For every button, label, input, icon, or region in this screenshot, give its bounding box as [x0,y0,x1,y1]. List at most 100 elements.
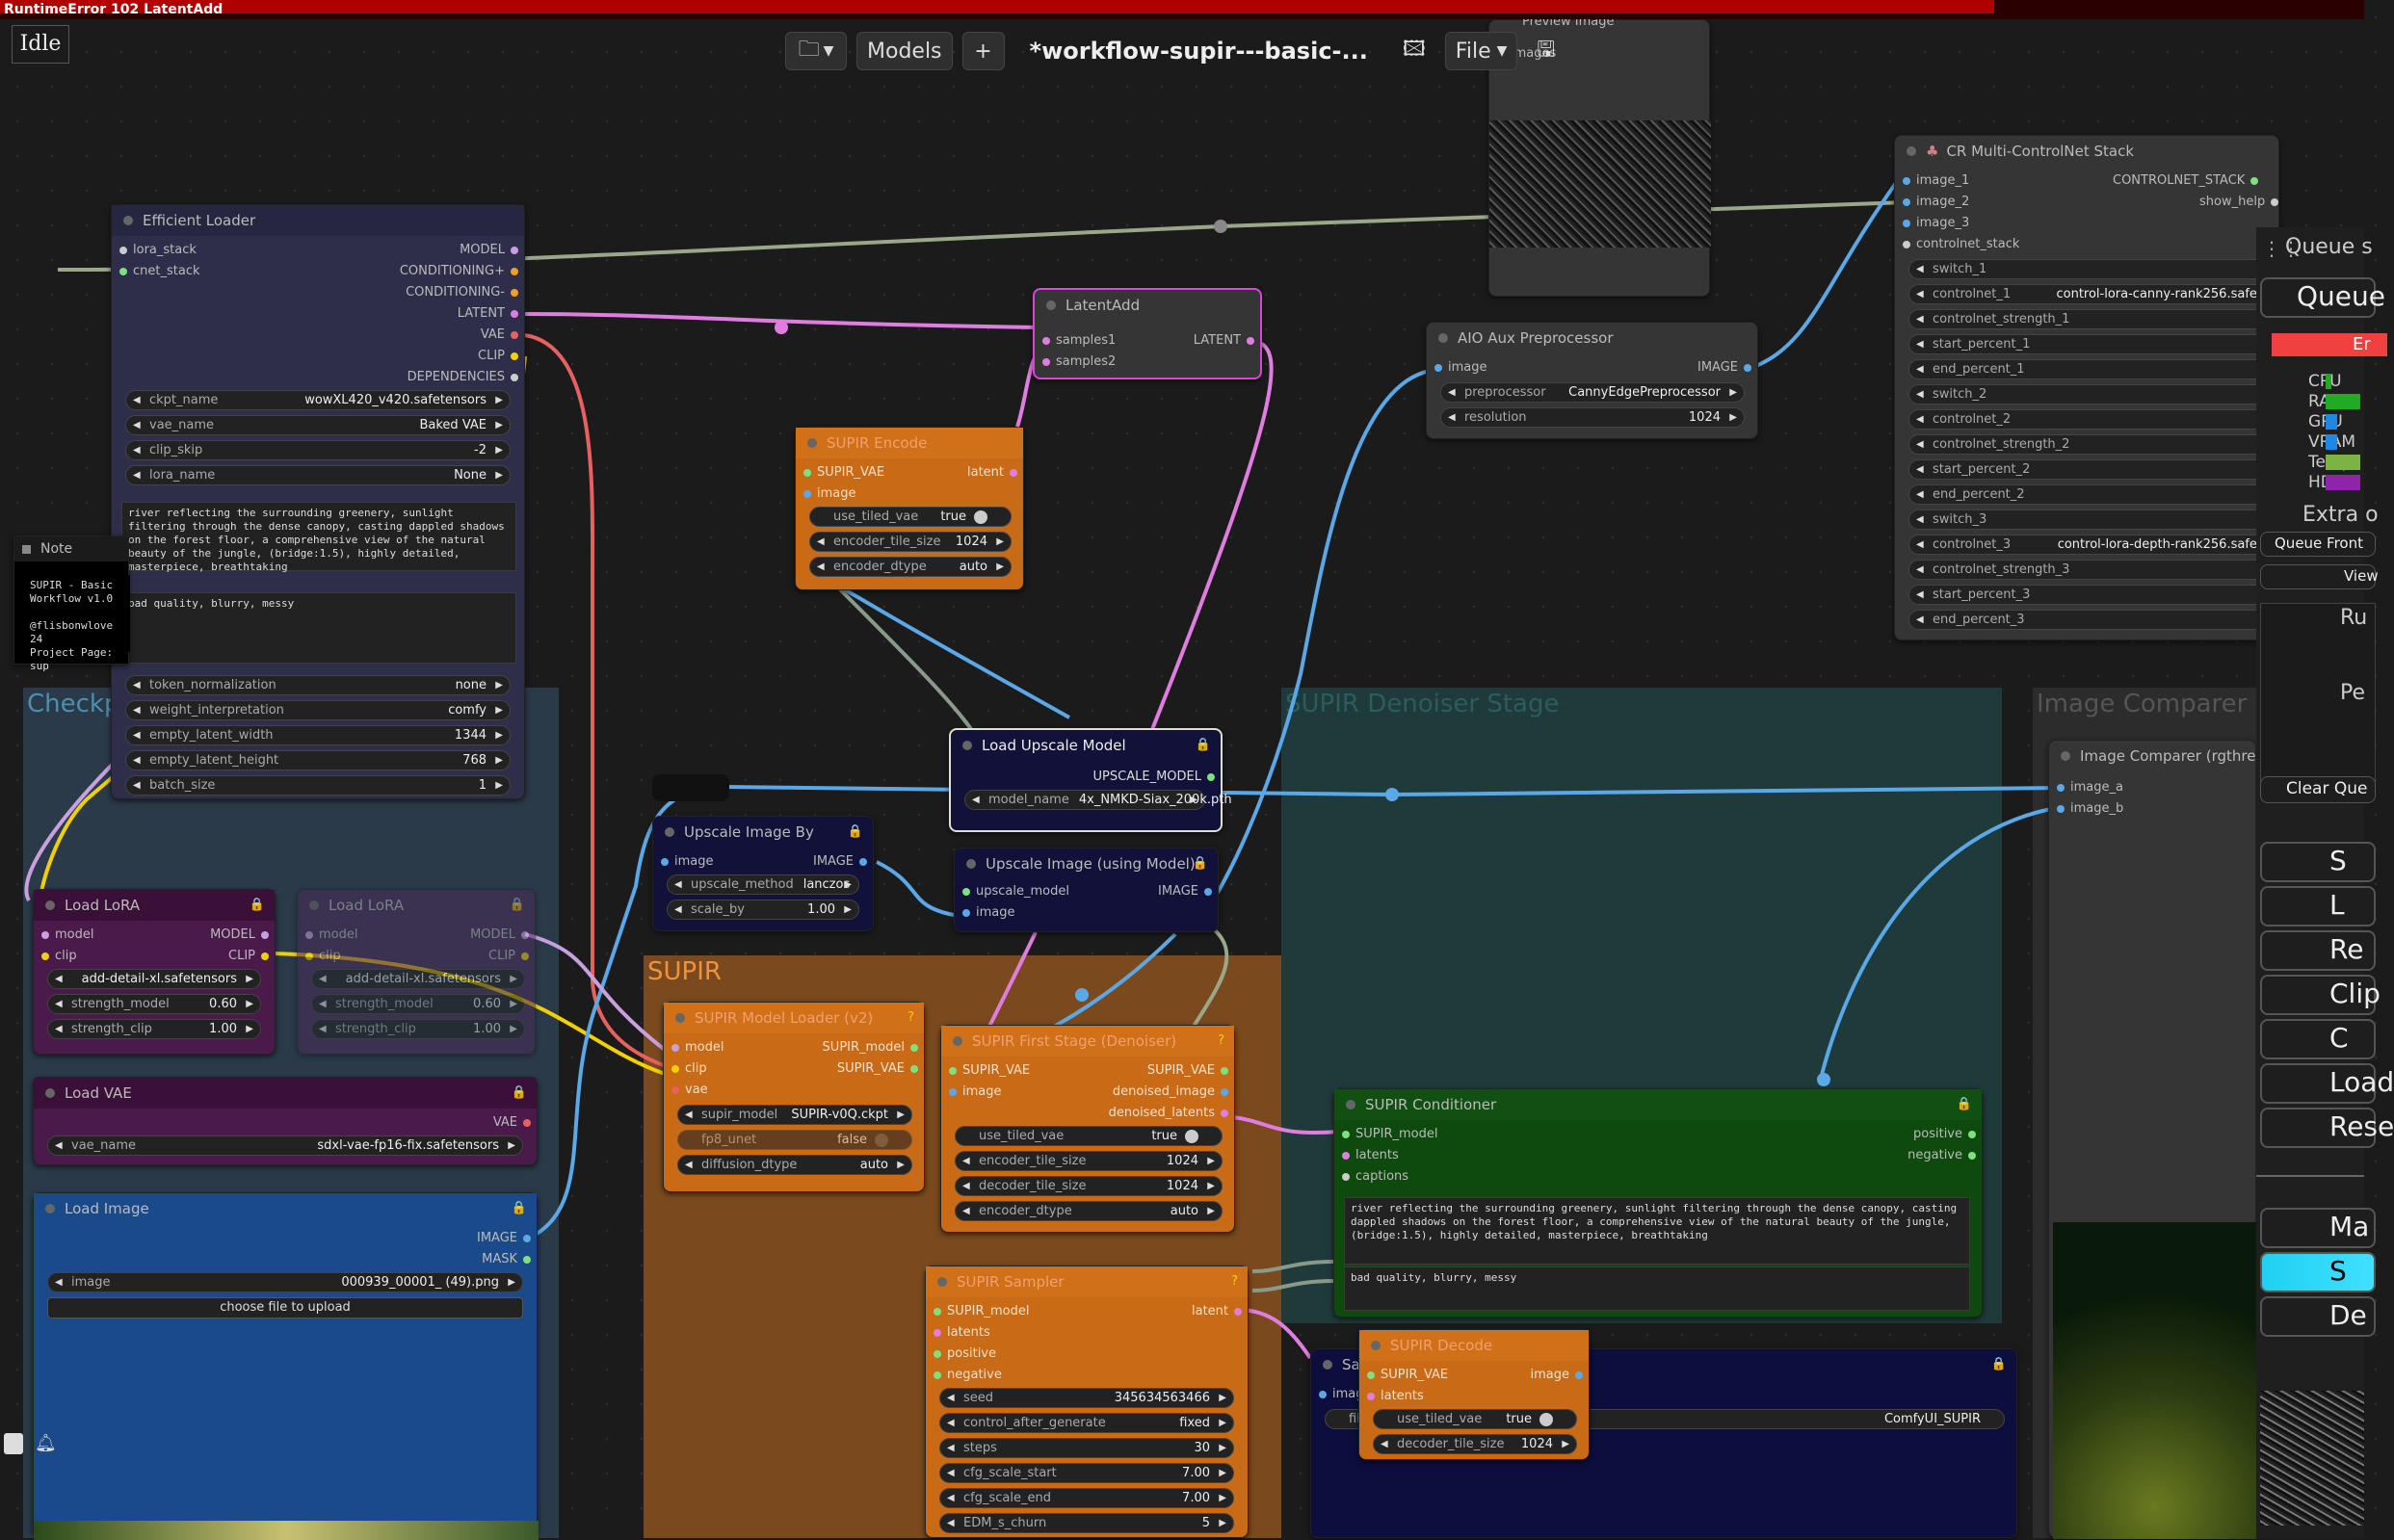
slot-image-out[interactable]: IMAGE [813,853,868,871]
reroute-dot[interactable] [1385,788,1399,801]
widget-controlnet-strength-2[interactable]: controlnet_strength_2 [1908,434,2294,455]
share-button[interactable]: S [2260,1252,2376,1292]
slot-model[interactable]: MODEL [460,242,518,259]
slot-latents[interactable]: latents [1367,1388,1424,1405]
slot-vae-out[interactable]: VAE [493,1114,532,1132]
slot-clip[interactable]: clip [671,1060,707,1078]
widget-end-percent-1[interactable]: end_percent_1 [1908,359,2294,379]
lock-icon[interactable]: 🔒 [847,824,863,839]
slot-vae[interactable]: VAE [481,326,519,344]
widget-switch-3[interactable]: switch_3 [1908,509,2294,530]
load-image-node[interactable]: Load Image🔒 IMAGE MASK image000939_00001… [33,1192,539,1540]
slot-supir-vae[interactable]: SUPIR_VAE [803,464,884,482]
collapse-dot[interactable] [665,827,674,837]
widget-lora-name[interactable]: lora_nameadd-detail-xl.safetensors [47,969,261,989]
manager-button[interactable]: Ma [2260,1208,2376,1248]
upscale-with-model-node[interactable]: Upscale Image (using Model)🔒 upscale_mod… [954,848,1219,932]
collapse-dot[interactable] [1323,1360,1332,1370]
reroute-dot[interactable] [1817,1073,1830,1086]
slot-model[interactable]: model [671,1039,723,1057]
collapse-dot[interactable] [962,741,972,750]
collapse-dot[interactable] [1346,1100,1355,1109]
widget-end-percent-3[interactable]: end_percent_3 [1908,610,2294,630]
slot-image[interactable]: image [803,485,856,503]
widget-controlnet-strength-1[interactable]: controlnet_strength_1 [1908,309,2294,329]
supir-encode-node[interactable]: SUPIR Encode SUPIR_VAE image latent use_… [795,427,1024,590]
queue-prompt-button[interactable]: Queue [2260,277,2385,318]
side-button-6[interactable]: Rese [2260,1108,2394,1148]
widget-scale-by[interactable]: scale_by1.00 [667,900,859,920]
collapse-dot[interactable] [953,1036,962,1046]
positive-caption[interactable]: river reflecting the surrounding greener… [1344,1197,1970,1265]
list-icon[interactable] [4,1433,23,1454]
side-button-1[interactable]: L [2260,886,2376,927]
slot-cnet-stack[interactable]: cnet_stack [119,263,200,280]
slot-vae[interactable]: vae [671,1082,708,1099]
lock-icon[interactable]: 🔒 [509,898,525,912]
negative-prompt[interactable]: bad quality, blurry, messy [121,592,516,664]
slot-clip-out[interactable]: CLIP [488,948,529,965]
slot-image-1[interactable]: image_1 [1903,172,1969,190]
collapse-dot[interactable] [1907,146,1916,156]
slot-model[interactable]: model [41,927,93,944]
widget-end-percent-2[interactable]: end_percent_2 [1908,484,2294,505]
models-button[interactable]: Models [856,32,953,70]
widget-controlnet-strength-3[interactable]: controlnet_strength_3 [1908,560,2294,580]
slot-images[interactable]: imag [1319,1386,1364,1403]
side-button-5[interactable]: Load [2260,1063,2394,1104]
workflows-button[interactable]: 🗀▼ [785,32,847,70]
aio-aux-node[interactable]: AIO Aux Preprocessor image IMAGE preproc… [1426,322,1758,439]
upload-button[interactable]: choose file to upload [47,1297,523,1318]
slot-image-2[interactable]: image_2 [1903,194,1969,211]
slot-image[interactable]: image [949,1083,1002,1101]
slot-model[interactable]: model [305,927,357,944]
slot-image[interactable]: image [1434,359,1487,377]
slot-positive[interactable]: positive [1913,1126,1976,1143]
new-workflow-button[interactable]: + [961,32,1005,70]
image-comparer-node[interactable]: Image Comparer (rgthre image_a image_b [2048,740,2257,1539]
collapse-dot[interactable] [45,901,55,910]
slot-supir-model[interactable]: SUPIR_model [823,1039,919,1057]
efficient-loader-node[interactable]: Efficient Loader lora_stack cnet_stack M… [111,204,525,799]
lock-icon[interactable]: 🔒 [1195,738,1211,752]
queue-front-button[interactable]: Queue Front [2260,532,2376,557]
widget-switch-1[interactable]: switch_1 [1908,259,2294,279]
load-upscale-model-node[interactable]: Load Upscale Model🔒 UPSCALE_MODEL model_… [949,728,1232,832]
side-button-2[interactable]: Re [2260,930,2376,971]
lock-icon[interactable]: 🔒 [1990,1357,2007,1371]
widget-controlnet-2[interactable]: controlnet_2 [1908,409,2294,430]
lock-icon[interactable]: 🔒 [511,1201,527,1215]
slot-image[interactable]: image [962,904,1015,922]
collapse-dot[interactable] [1371,1341,1381,1350]
slot-controlnet-stack-out[interactable]: CONTROLNET_STACK [2113,172,2259,190]
slot-image-out[interactable]: IMAGE [477,1230,532,1247]
reroute-dot[interactable] [1075,988,1089,1002]
slot-supir-vae-out[interactable]: SUPIR_VAE [1147,1062,1229,1080]
collapse-dot[interactable] [123,216,133,225]
cr-controlnet-stack-node[interactable]: ♣CR Multi-ControlNet Stack image_1 image… [1894,135,2294,640]
slot-image-out[interactable]: IMAGE [1697,359,1752,377]
slot-supir-vae[interactable]: SUPIR_VAE [837,1060,919,1078]
slot-image-a[interactable]: image_a [2057,779,2123,796]
collapse-dot[interactable] [309,901,319,910]
